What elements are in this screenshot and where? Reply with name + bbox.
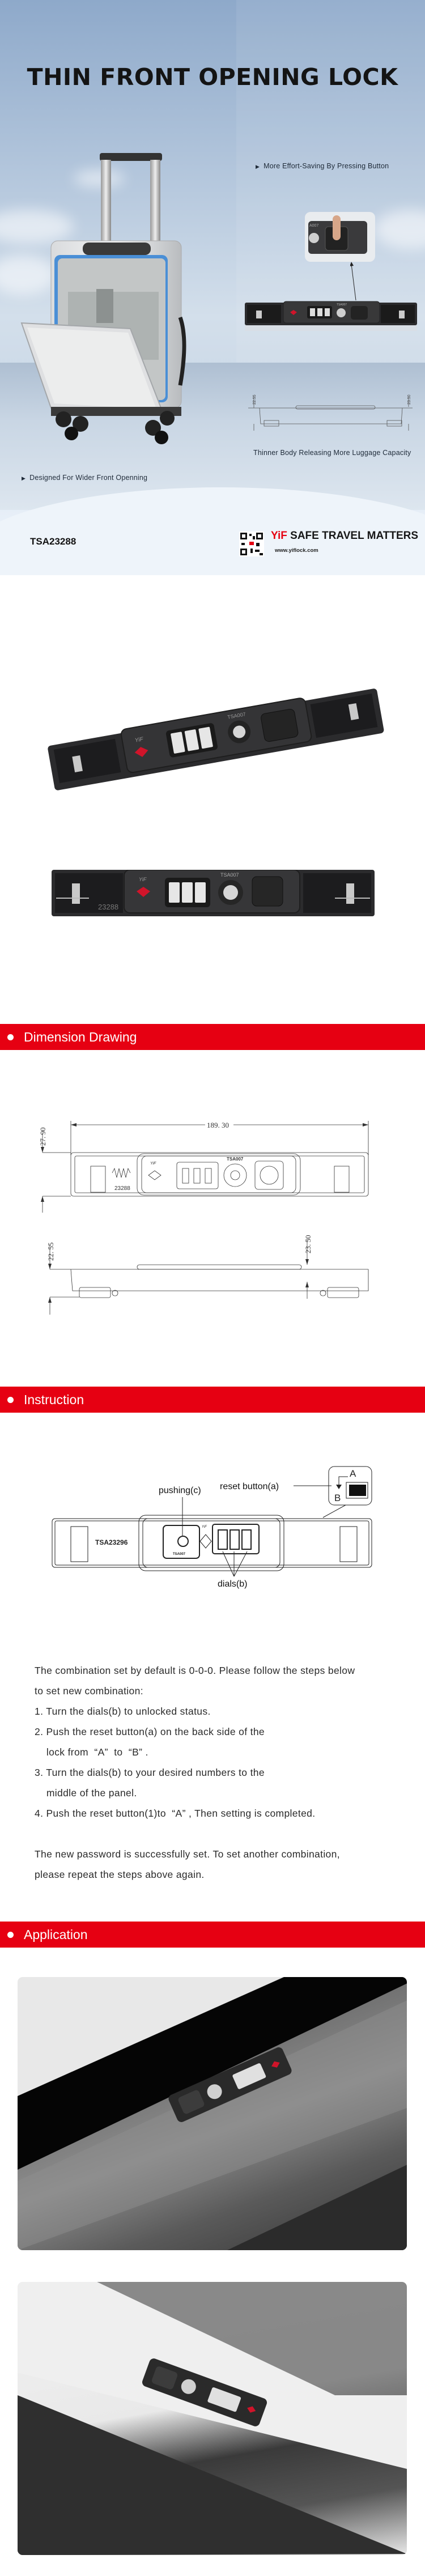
state-a-label: A (350, 1468, 356, 1479)
instruction-step: middle of the panel. (35, 1787, 137, 1799)
dim-left-depth-label: 22. 55 (46, 1243, 55, 1261)
bullet-icon (7, 1396, 14, 1403)
dim-right-depth-label: 23. 50 (304, 1235, 312, 1254)
state-b-label: B (334, 1493, 341, 1503)
lock-model-text: 23288 (98, 903, 118, 911)
label-dials: dials(b) (218, 1579, 247, 1589)
bullet-icon (7, 1931, 14, 1938)
instruction-step: 1. Turn the dials(b) to unlocked status. (35, 1706, 211, 1717)
label-reset-button: reset button(a) (220, 1482, 279, 1491)
feature-button-label: ▶ More Effort-Saving By Pressing Button (256, 162, 389, 170)
dim-model-text: 23288 (114, 1185, 130, 1192)
lock-brand-text: YiF (134, 736, 144, 744)
hero-lock-tsa: TSA007 (337, 303, 347, 307)
instruction-line: The new password is successfully set. To… (35, 1848, 340, 1860)
instruction-step: lock from “A” to “B” . (35, 1746, 148, 1758)
slogan-text: SAFE TRAVEL MATTERS (290, 530, 419, 542)
cloud (0, 210, 74, 244)
section-title: Application (24, 1927, 88, 1942)
model-number: TSA23288 (30, 536, 76, 547)
page-title: THIN FRONT OPENING LOCK (27, 63, 398, 91)
brand-mark: YiF (271, 530, 287, 542)
dim-width-label: 189. 30 (207, 1121, 229, 1129)
triangle-bullet-icon: ▶ (256, 164, 260, 169)
application-photo-silver (18, 2282, 407, 2555)
silver-case-lock (18, 2282, 407, 2555)
instruction-step: 3. Turn the dials(b) to your desired num… (35, 1767, 265, 1778)
bullet-icon (7, 1034, 14, 1040)
qr-code-icon (239, 532, 264, 556)
drawing-model-text: TSA23296 (95, 1538, 128, 1546)
cloud (74, 170, 125, 187)
feature-text: More Effort-Saving By Pressing Button (264, 162, 389, 170)
brand-slogan: YiF SAFE TRAVEL MATTERS (271, 530, 418, 542)
tsa-diamond-icon (137, 887, 150, 897)
paragraph-spacer (35, 1823, 355, 1844)
drawing-tsa-text: TSA007 (173, 1553, 186, 1556)
lock-brand-text: YiF (139, 877, 147, 882)
dim-brand-text: YiF (150, 1162, 156, 1166)
dim-tsa-text: TSA007 (227, 1157, 244, 1162)
hero-side-drawing: 22.55 23.50 (248, 394, 413, 431)
triangle-bullet-icon: ▶ (22, 475, 26, 481)
instruction-step: 2. Push the reset button(a) on the back … (35, 1726, 265, 1737)
reset-switch-icon (349, 1485, 366, 1496)
lock-tsa-text: TSA007 (220, 872, 239, 878)
drawing-brand-text: YiF (202, 1525, 207, 1529)
hero-dim-right: 23.50 (407, 394, 411, 405)
arrow-down-icon (336, 1485, 342, 1489)
instruction-line: to set new combination: (35, 1685, 143, 1697)
feature-thin-label: Thinner Body Releasing More Luggage Capa… (253, 449, 411, 457)
section-title: Instruction (24, 1392, 84, 1407)
section-header-application: Application (0, 1922, 425, 1948)
product-lock-front: 23288 YiF TSA007 (52, 870, 375, 916)
product-lock-angled: YiF TSA007 (48, 688, 384, 790)
instruction-line: The combination set by default is 0-0-0.… (35, 1665, 355, 1676)
section-header-instruction: Instruction (0, 1387, 425, 1413)
label-pushing: pushing(c) (159, 1486, 201, 1495)
inset-tsa-text: A007 (309, 224, 318, 228)
application-photo-dark (18, 1977, 407, 2250)
website-link[interactable]: www.yiflock.com (275, 547, 318, 554)
instruction-drawing: A B pushing(c) reset button(a) dials(b) … (52, 1466, 372, 1589)
dim-height-label: 27. 90 (39, 1128, 47, 1146)
section-title: Dimension Drawing (24, 1029, 137, 1044)
instruction-line: please repeat the steps above again. (35, 1869, 205, 1880)
arrow-up-icon (350, 262, 356, 301)
instruction-text: The combination set by default is 0-0-0.… (35, 1660, 355, 1885)
hero-lock-image: TSA007 (245, 301, 417, 331)
cloud (0, 255, 57, 295)
finger-icon (333, 215, 341, 240)
tsa-diamond-icon (134, 747, 148, 757)
feature-opening-label: ▶Designed For Wider Front Openning (22, 474, 147, 482)
hero-banner: THIN FRONT OPENING LOCK ▶ More Effort-Sav… (0, 0, 425, 575)
instruction-step: 4. Push the reset button(1)to “A” , Then… (35, 1808, 316, 1819)
white-wave (0, 487, 425, 575)
button-closeup-inset: A007 (305, 212, 375, 262)
dark-case-lock (18, 1977, 407, 2250)
suitcase-illustration (20, 153, 186, 444)
feature-text: Designed For Wider Front Openning (29, 474, 148, 482)
hero-dim-left: 22.55 (253, 394, 257, 405)
dimension-drawing: 189. 30 27. 90 22. 55 23. 50 YiF TSA007 … (39, 1121, 369, 1315)
section-header-dimension: Dimension Drawing (0, 1024, 425, 1050)
